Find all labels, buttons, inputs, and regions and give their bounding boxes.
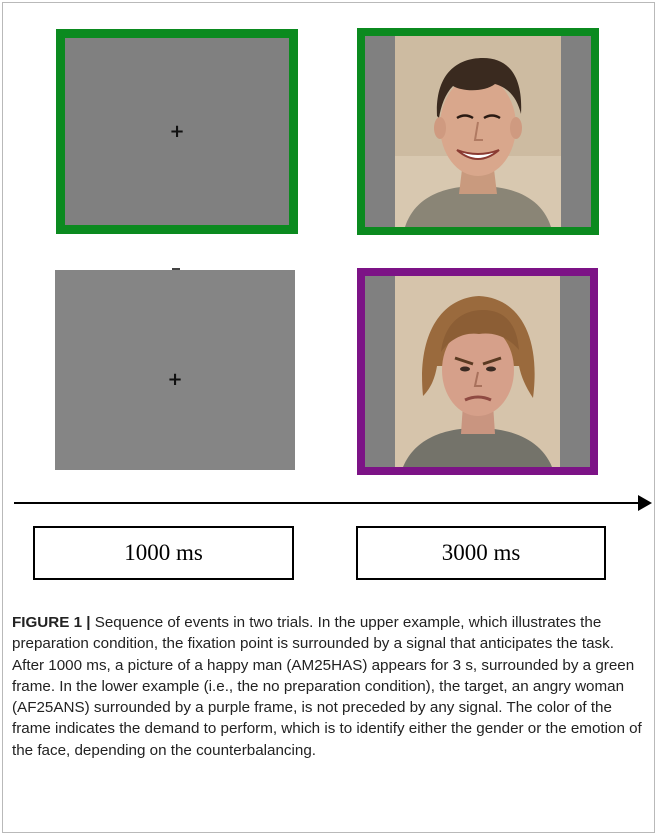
angry-woman-face-icon	[395, 276, 560, 467]
caption-text: Sequence of events in two trials. In the…	[12, 614, 642, 759]
fixation-panel-no-preparation: +	[55, 270, 295, 470]
fixation-cross: +	[169, 120, 185, 142]
angry-woman-photo	[395, 276, 560, 467]
signal-dash	[172, 268, 180, 270]
happy-man-panel	[357, 28, 599, 235]
fixation-panel-preparation: +	[56, 29, 298, 234]
caption-label: FIGURE 1 |	[12, 614, 91, 631]
timeline-arrow-line	[14, 502, 644, 504]
happy-man-face-icon	[395, 36, 561, 227]
figure-caption: FIGURE 1 | Sequence of events in two tri…	[12, 612, 642, 761]
angry-woman-panel	[357, 268, 598, 475]
happy-man-photo	[395, 36, 561, 227]
duration-box-target: 3000 ms	[356, 526, 606, 580]
timeline-arrow-head-icon	[638, 495, 652, 511]
duration-box-fixation: 1000 ms	[33, 526, 294, 580]
fixation-cross: +	[167, 369, 183, 390]
